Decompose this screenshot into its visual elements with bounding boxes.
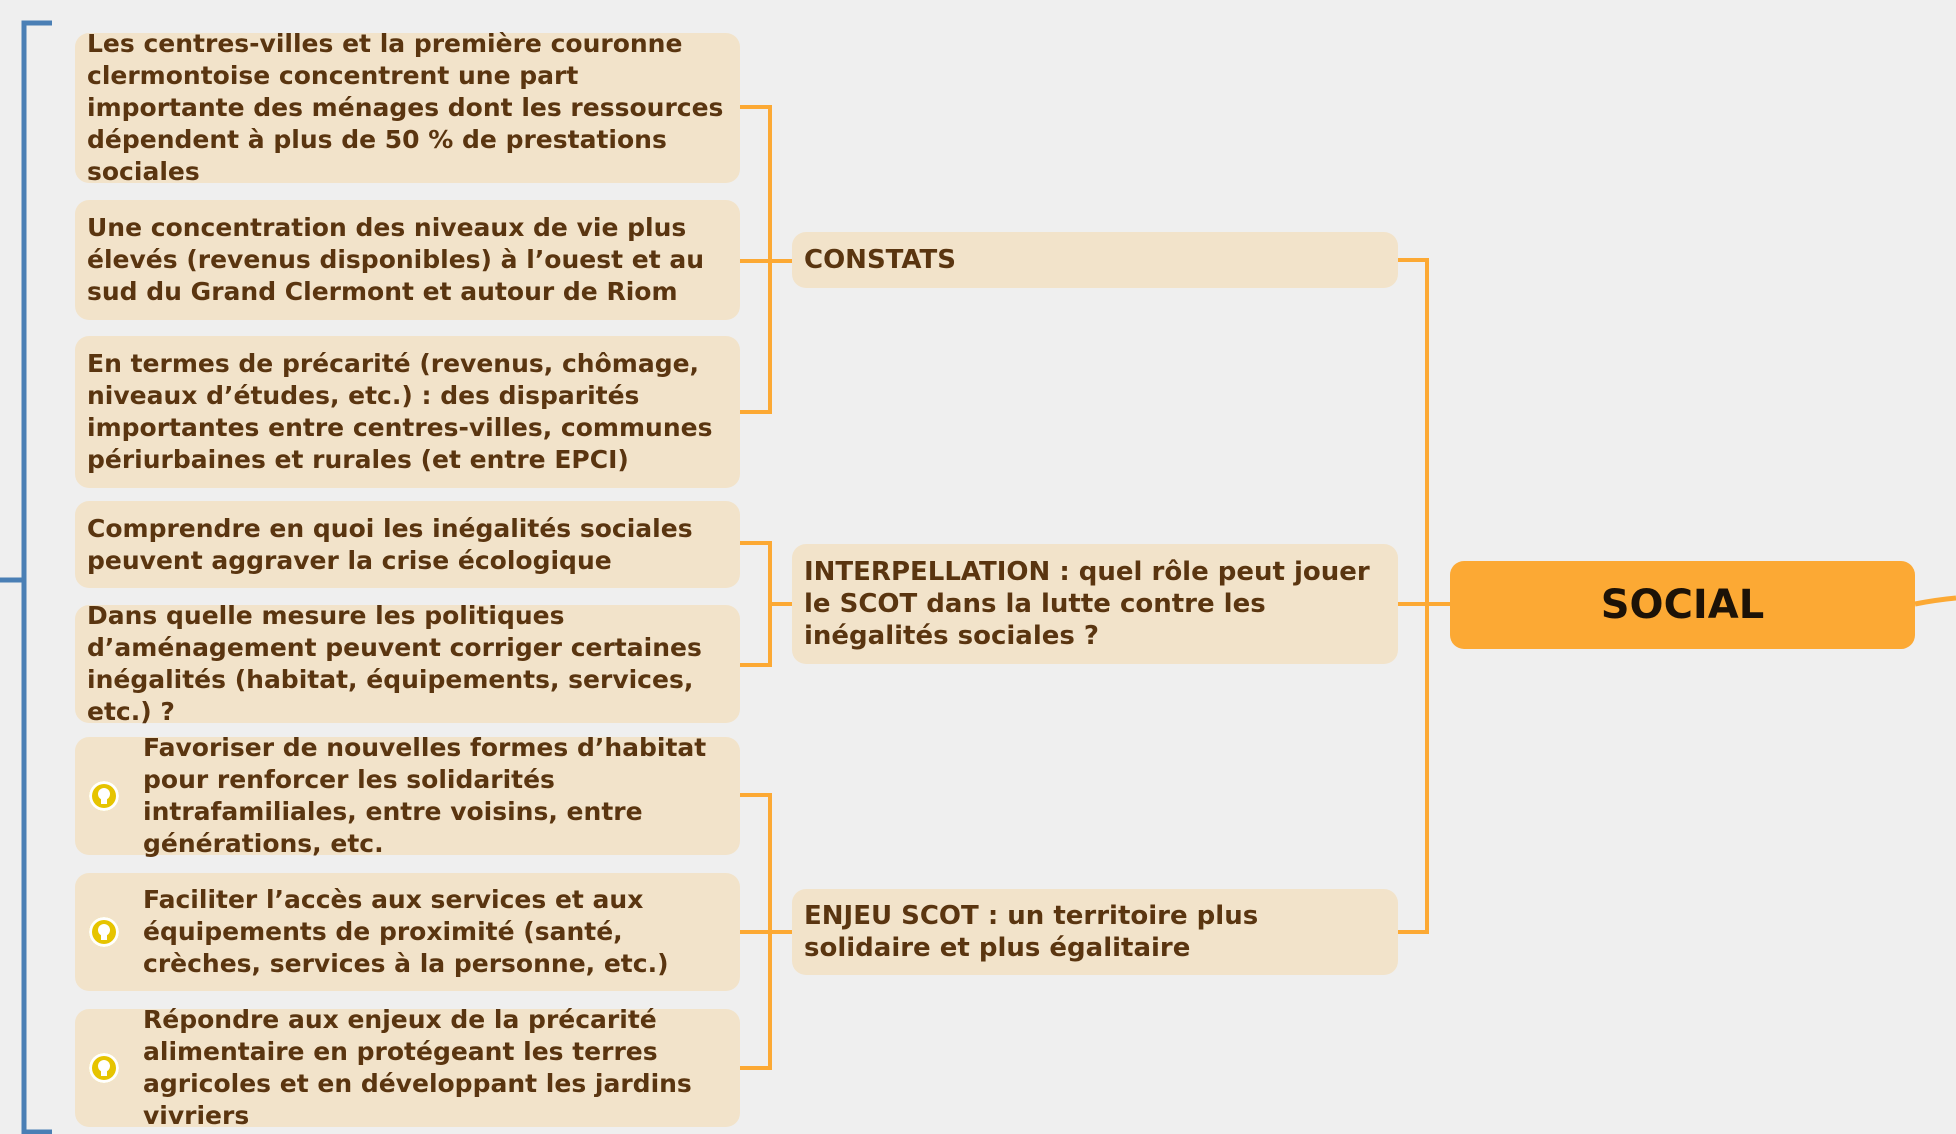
enjeu-text: Répondre aux enjeux de la précarité alim… <box>143 1005 692 1130</box>
constat-item[interactable]: Les centres-villes et la première couron… <box>75 29 740 186</box>
lightbulb-icon <box>89 1053 119 1083</box>
constat-item[interactable]: En termes de précarité (revenus, chômage… <box>75 336 740 488</box>
category-constats-label: CONSTATS <box>804 245 956 275</box>
category-enjeu[interactable]: ENJEU SCOT : un territoire plus solidair… <box>792 889 1398 975</box>
category-constats[interactable]: CONSTATS <box>792 232 1398 288</box>
enjeu-item[interactable]: Favoriser de nouvelles formes d’habitat … <box>75 733 740 858</box>
enjeu-item[interactable]: Répondre aux enjeux de la précarité alim… <box>75 1005 740 1130</box>
interpellation-text: Dans quelle mesure les politiques d’amén… <box>87 601 702 726</box>
category-interpellation[interactable]: INTERPELLATION : quel rôle peut jouer le… <box>792 544 1398 664</box>
enjeu-text: Favoriser de nouvelles formes d’habitat … <box>143 733 707 858</box>
central-topic-label: SOCIAL <box>1600 582 1765 628</box>
constat-text: En termes de précarité (revenus, chômage… <box>87 349 713 474</box>
constat-text: Une concentration des niveaux de vie plu… <box>87 213 705 306</box>
constat-item[interactable]: Une concentration des niveaux de vie plu… <box>75 200 740 320</box>
category-interpellation-label: INTERPELLATION : quel rôle peut jouer le… <box>804 557 1370 651</box>
lightbulb-icon <box>89 917 119 947</box>
category-enjeu-label: ENJEU SCOT : un territoire plus solidair… <box>804 901 1259 963</box>
lightbulb-icon <box>89 781 119 811</box>
constat-text: Les centres-villes et la première couron… <box>87 29 724 186</box>
central-topic-social[interactable]: SOCIAL <box>1450 561 1915 649</box>
interpellation-item[interactable]: Comprendre en quoi les inégalités social… <box>75 501 740 588</box>
enjeu-text: Faciliter l’accès aux services et aux éq… <box>143 885 669 978</box>
interpellation-item[interactable]: Dans quelle mesure les politiques d’amén… <box>75 601 740 726</box>
enjeu-item[interactable]: Faciliter l’accès aux services et aux éq… <box>75 873 740 991</box>
interpellation-text: Comprendre en quoi les inégalités social… <box>87 513 693 575</box>
